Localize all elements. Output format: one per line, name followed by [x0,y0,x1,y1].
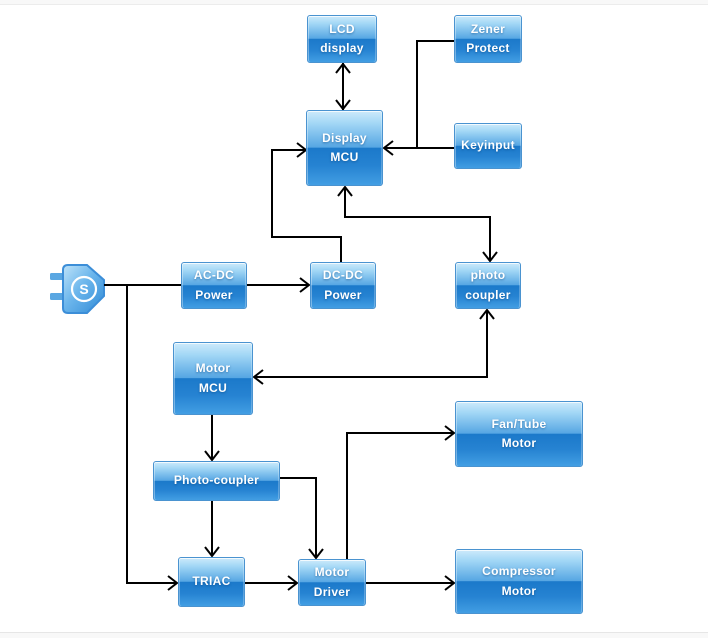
node-label: MCU [198,380,228,395]
connector-photo-coupler-motor-mcu [252,308,495,385]
node-label: display [320,41,364,55]
node-label: Fan/Tube [491,416,547,431]
node-label: Driver [313,584,351,599]
arrowhead-down [482,251,498,263]
node-zener-protect: Zener Protect [454,15,522,63]
node-label: Motor [195,361,231,376]
node-label: photo [470,268,506,283]
node-dcdc-power: DC-DC Power [310,262,376,309]
connector-photo-coupler2-motor-driver [280,477,324,560]
connector-keyinput-display-mcu [382,140,454,156]
node-label: Motor [314,565,350,580]
node-fan-tube-motor: Fan/Tube Motor [455,401,583,467]
node-lcd-display: LCD display [307,15,377,63]
plug-prong-bottom [50,293,65,300]
node-photo-coupler2: Photo-coupler [153,461,280,501]
node-label: Motor [501,436,537,450]
connector-acdc-dcdc [247,277,311,293]
node-motor-driver: Motor Driver [298,559,366,606]
node-compressor-motor: Compressor Motor [455,549,583,614]
plug-body [62,264,105,314]
connector-display-mcu-photo-coupler [337,185,498,263]
node-label: TRIAC [192,574,231,589]
arrowhead-down [308,548,324,560]
arrowhead-down [335,99,351,111]
plug-letter: S [79,281,88,297]
arrowhead-left [382,140,394,156]
connector-triac-motor-driver [245,575,299,591]
arrowhead-up [337,185,353,197]
arrowhead-left [252,369,264,385]
connector-motor-mcu-photo-coupler2 [204,415,220,462]
arrowhead-down [204,450,220,462]
arrowhead-right [287,575,299,591]
page-top-strip [0,0,708,5]
arrowhead-up [335,62,351,74]
node-photo-coupler: photo coupler [455,262,521,309]
plug-circle [70,275,98,303]
node-label: AC-DC [193,268,235,283]
node-motor-mcu: Motor MCU [173,342,253,415]
node-label: Power [195,287,233,302]
connector-power-triac [126,285,179,591]
node-keyinput: Keyinput [454,123,522,169]
connector-lcd-display-mcu [335,62,351,111]
arrowhead-right [444,425,456,441]
node-label: Zener [470,21,506,36]
node-label: Display [322,130,367,145]
node-label: Protect [466,41,510,55]
node-label: DC-DC [322,268,364,283]
node-acdc-power: AC-DC Power [181,262,247,309]
node-display-mcu: Display MCU [306,110,383,186]
connector-photo-coupler2-triac [204,501,220,558]
connector-motor-driver-fan-tube [346,425,456,559]
connector-zener-protect-junction [416,40,454,148]
node-label: MCU [330,150,359,164]
plug-prong-top [50,273,65,280]
arrowhead-up [479,308,495,320]
arrowhead-right [299,277,311,293]
node-triac: TRIAC [178,557,245,607]
node-label: LCD [329,21,355,36]
node-label: Photo-coupler [173,473,260,488]
arrowhead-right [167,575,179,591]
node-label: Keyinput [461,138,515,153]
node-label: Compressor [482,564,556,579]
power-plug-icon: S [50,264,105,314]
node-label: Power [324,287,362,302]
connector-motor-driver-compressor [366,575,456,591]
page-bottom-strip [0,632,708,638]
arrowhead-right [444,575,456,591]
node-label: Motor [501,583,537,598]
arrowhead-down [204,546,220,558]
node-label: coupler [465,287,511,302]
